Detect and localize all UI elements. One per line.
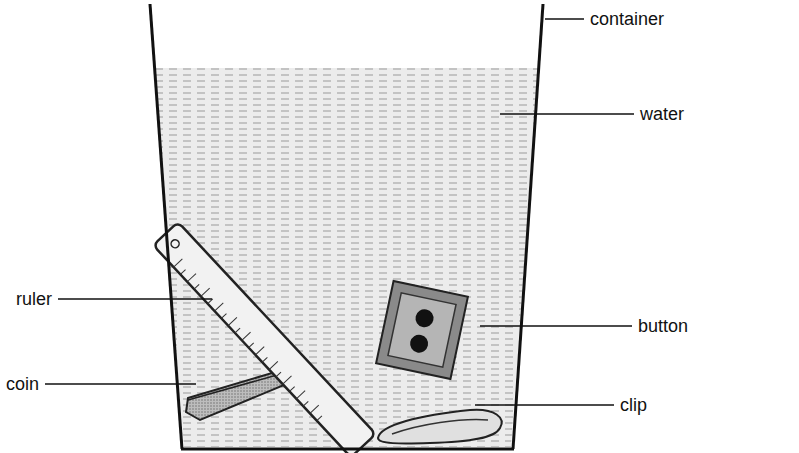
part-label: container — [590, 10, 664, 28]
part-label: coin — [6, 375, 39, 393]
ruler-shape — [153, 222, 376, 453]
part-label: ruler — [16, 290, 52, 308]
part-label: water — [640, 105, 684, 123]
leader-lines — [45, 19, 634, 405]
button-shape — [376, 281, 468, 379]
clip-shape — [378, 410, 502, 444]
container-outline — [150, 4, 543, 449]
part-label: clip — [620, 396, 647, 414]
part-label: button — [638, 317, 688, 335]
